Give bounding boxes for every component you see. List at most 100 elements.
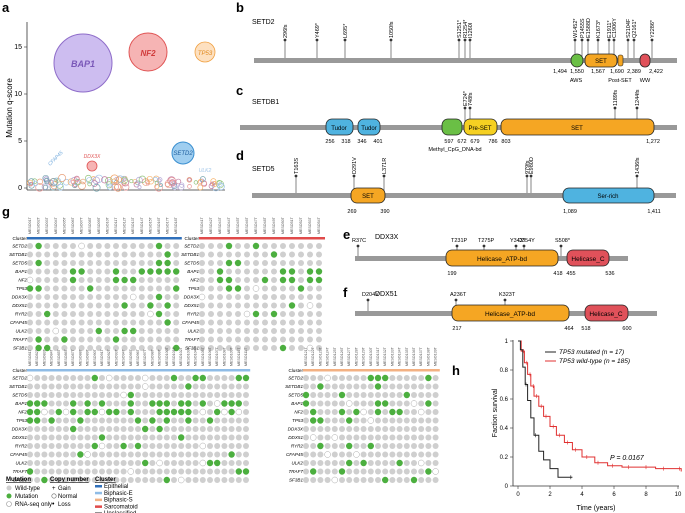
background-gene-bubble <box>197 184 204 191</box>
wildtype-cell <box>243 310 251 318</box>
sample-label: MESO135T <box>405 346 409 366</box>
wildtype-cell <box>367 434 374 441</box>
mutation-label: E724* <box>463 90 469 106</box>
wildtype-cell <box>226 302 232 309</box>
wildtype-cell <box>41 383 48 390</box>
wildtype-cell <box>271 243 277 249</box>
wildtype-cell <box>87 311 94 317</box>
wildtype-cell <box>207 375 213 381</box>
wildtype-cell <box>34 375 41 381</box>
wildtype-cell <box>353 400 360 407</box>
gene-row-label: NF2 <box>18 278 27 283</box>
wildtype-cell <box>339 426 345 432</box>
wildtype-cell <box>353 426 360 432</box>
wildtype-cell <box>199 392 206 398</box>
wildtype-cell <box>235 426 242 432</box>
sample-label: MESO17T <box>166 216 170 234</box>
mutation-cell <box>91 374 99 382</box>
wildtype-cell <box>44 277 51 283</box>
wildtype-cell <box>382 443 389 449</box>
mutation-cell <box>61 336 68 343</box>
wildtype-cell <box>199 260 205 266</box>
wildtype-cell <box>99 375 105 381</box>
gene-row-label: DDX3X <box>12 427 28 432</box>
mutation-label: S2104F <box>626 18 632 38</box>
mutation-cell <box>382 374 389 382</box>
wildtype-cell <box>339 477 345 483</box>
wildtype-cell <box>113 285 119 292</box>
wildtype-cell <box>78 328 85 334</box>
wildtype-cell <box>389 477 396 483</box>
wildtype-cell <box>61 328 68 334</box>
wildtype-cell <box>389 460 396 466</box>
wildtype-cell <box>41 408 48 416</box>
wildtype-cell <box>360 408 367 416</box>
wildtype-cell <box>411 417 417 424</box>
mutation-label: Y343* <box>510 238 526 244</box>
wildtype-cell <box>135 468 141 475</box>
mutation-cell <box>41 476 48 484</box>
mutation-label: T163S <box>294 157 300 174</box>
mutation-dot <box>455 244 459 248</box>
mutation-cell <box>155 259 163 267</box>
sample-label: MESO49T <box>272 216 276 234</box>
wildtype-cell <box>138 311 145 317</box>
wildtype-cell <box>147 336 154 343</box>
cluster-bar <box>27 369 251 372</box>
wildtype-cell <box>346 383 353 390</box>
mutation-cell <box>138 268 145 275</box>
panel-g-legend: Mutation Wild-type Mutation RNA-seq only… <box>6 477 138 513</box>
wildtype-cell <box>120 460 127 466</box>
wildtype-cell <box>171 400 177 407</box>
wildtype-cell <box>425 443 432 449</box>
background-gene-bubble <box>28 182 33 187</box>
wildtype-cell <box>253 302 259 309</box>
wildtype-cell <box>84 383 91 390</box>
sample-label: MESO128T <box>354 346 358 366</box>
sample-label: MESO11T <box>114 217 118 234</box>
wildtype-cell <box>78 294 85 300</box>
wildtype-cell <box>403 426 410 432</box>
wildtype-cell <box>199 383 206 390</box>
wildtype-cell <box>353 477 360 483</box>
wildtype-cell <box>113 319 119 326</box>
wildtype-cell <box>61 251 68 258</box>
mutation-cell <box>35 259 42 267</box>
wildtype-cell <box>324 468 331 475</box>
mutation-cell <box>147 302 154 309</box>
wildtype-cell <box>87 302 94 309</box>
wildtype-cell <box>127 468 135 475</box>
wildtype-cell <box>262 345 268 351</box>
cluster-row-label: Cluster <box>184 236 199 241</box>
sample-label: MESO01T <box>28 216 32 234</box>
gene-row-label: BAP1 <box>187 269 199 274</box>
mutation-cell <box>206 417 214 424</box>
wildtype-cell <box>317 392 324 398</box>
wildtype-cell <box>208 311 214 317</box>
wildtype-cell <box>61 294 68 300</box>
sample-label: MESO99T <box>158 348 162 366</box>
wildtype-cell <box>280 260 286 266</box>
wildtype-cell <box>324 443 331 449</box>
wildtype-cell <box>63 426 69 432</box>
wildtype-cell <box>244 277 250 283</box>
legend-mutation-item: RNA-seq only <box>15 502 52 508</box>
km-legend-wildtype: TP53 wild-type (n = 185) <box>559 358 630 365</box>
wildtype-cell <box>147 243 154 249</box>
wildtype-cell <box>147 260 154 266</box>
wildtype-cell <box>411 451 417 458</box>
domain-ser-rich <box>562 187 655 204</box>
wildtype-cell <box>207 451 213 458</box>
pos-label: 269 <box>347 209 356 215</box>
wildtype-cell <box>289 319 295 326</box>
wildtype-cell <box>382 409 389 415</box>
wildtype-cell <box>303 383 309 390</box>
wildtype-cell <box>331 400 338 407</box>
wildtype-cell <box>121 311 128 317</box>
panel-c-label: c <box>236 83 243 98</box>
wildtype-cell <box>77 409 84 415</box>
mutation-cell <box>425 400 432 407</box>
mutation-cell <box>170 374 178 382</box>
wildtype-cell <box>84 477 91 483</box>
mutation-cell <box>34 400 41 407</box>
